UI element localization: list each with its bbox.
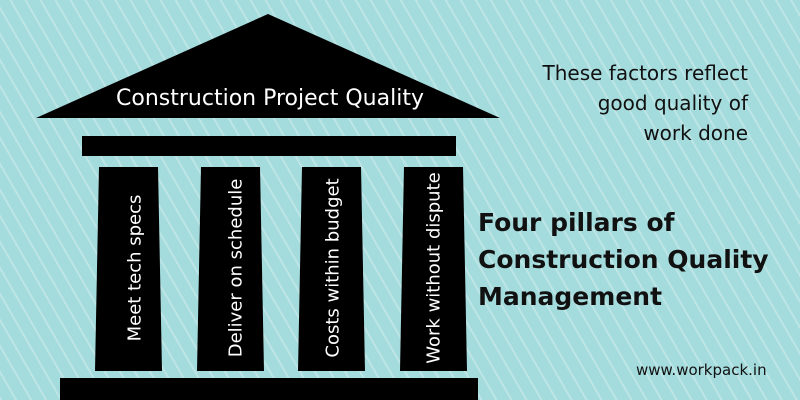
base-platform — [60, 378, 478, 400]
factors-note-line-3: work done — [643, 121, 748, 145]
entablature-beam — [82, 136, 456, 156]
pillar-label-meet-tech-specs: Meet tech specs — [125, 195, 146, 342]
headline-line-3: Management — [478, 282, 663, 311]
factors-note-line-1: These factors reflect — [542, 61, 748, 85]
pillar-label-work-without-dispute: Work without dispute — [424, 172, 445, 363]
headline-line-2: Construction Quality — [478, 245, 769, 274]
headline: Four pillars of Construction Quality Man… — [478, 204, 788, 315]
roof-pediment — [36, 14, 500, 118]
pillar-label-costs-within-budget: Costs within budget — [323, 178, 344, 357]
factors-note-line-2: good quality of — [597, 91, 748, 115]
pillar-3 — [298, 167, 365, 371]
pillar-label-deliver-on-schedule: Deliver on schedule — [226, 179, 247, 358]
website-url: www.workpack.in — [636, 361, 767, 379]
pillar-1 — [95, 167, 162, 371]
pillar-4 — [400, 167, 467, 371]
headline-line-1: Four pillars of — [478, 208, 675, 237]
roof-title: Construction Project Quality — [116, 86, 424, 111]
factors-note: These factors reflect good quality of wo… — [488, 58, 748, 148]
pillar-2 — [197, 167, 264, 371]
